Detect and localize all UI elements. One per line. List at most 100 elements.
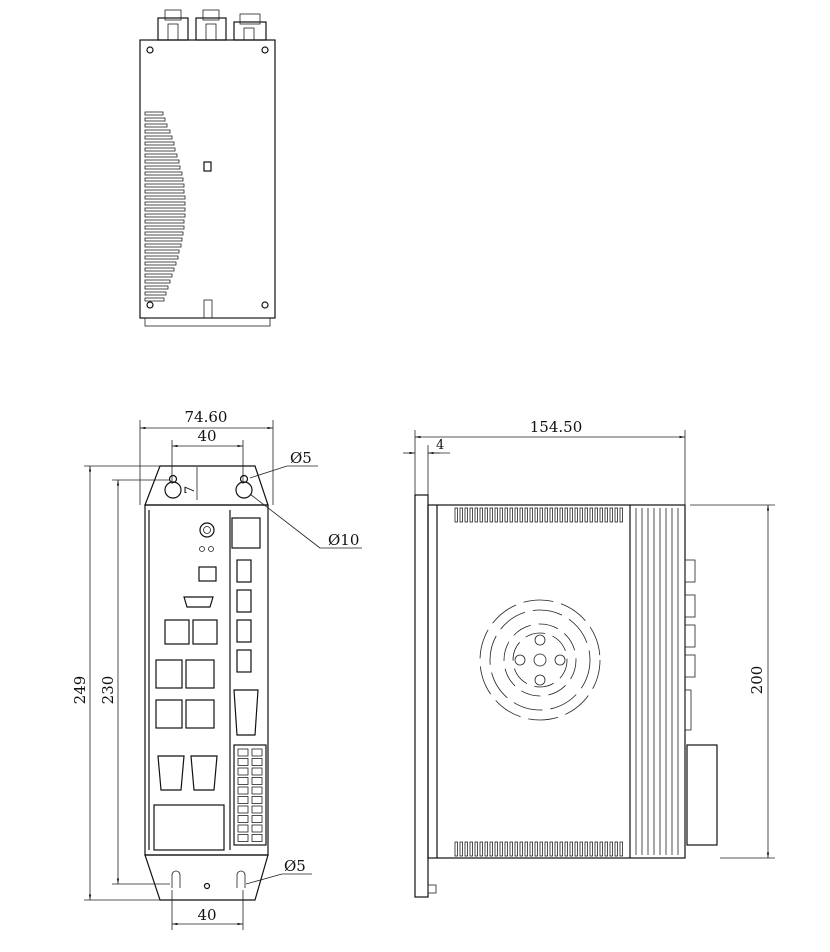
fin	[144, 231, 184, 236]
terminal-pin	[237, 786, 249, 795]
dim-hole-offset: 7	[183, 486, 198, 494]
vent-slot	[489, 507, 493, 523]
switch-icon	[203, 161, 212, 172]
vent-slot	[464, 841, 468, 857]
terminal-pin	[237, 824, 249, 833]
ethernet-port	[231, 517, 261, 549]
vent-slot	[584, 507, 588, 523]
terminal-pin	[237, 834, 249, 842]
vent-slot	[529, 507, 533, 523]
terminal-pin	[237, 748, 249, 757]
fin	[144, 291, 167, 296]
side-heatsink	[635, 508, 679, 855]
top-view	[139, 9, 276, 327]
fin	[144, 177, 184, 182]
vent-slot	[499, 841, 503, 857]
vent-slot	[599, 507, 603, 523]
vent-slot	[614, 507, 618, 523]
vent-slot	[514, 841, 518, 857]
vent-slot	[514, 507, 518, 523]
fin	[144, 201, 186, 206]
fin	[144, 195, 186, 200]
dim-overall-height: 249	[71, 676, 89, 705]
vent-slot	[564, 841, 568, 857]
keyhole-mount-icon	[164, 474, 253, 499]
vent-slot	[469, 841, 473, 857]
fin	[144, 285, 169, 290]
vent-slot	[539, 507, 543, 523]
vent-slot	[534, 507, 538, 523]
vent-slot	[519, 841, 523, 857]
fin	[144, 261, 177, 266]
dim-hole-spacing-bottom: 40	[197, 906, 216, 924]
fin	[144, 123, 168, 128]
dim-plate-thickness: 4	[436, 438, 444, 453]
vent-slot	[559, 507, 563, 523]
vent-slot	[454, 841, 458, 857]
vent-slot	[614, 841, 618, 857]
fin	[144, 237, 183, 242]
vent-slot	[579, 841, 583, 857]
vent-slot	[594, 507, 598, 523]
heatsink-fins	[144, 111, 186, 302]
top-connectors	[157, 9, 267, 41]
terminal-pin	[237, 758, 249, 766]
vent-slot	[609, 507, 613, 523]
terminal-pin	[251, 796, 263, 804]
terminal-pin	[237, 815, 249, 823]
vent-slot	[554, 841, 558, 857]
terminal-pin	[251, 777, 263, 785]
fin	[144, 135, 173, 140]
vent-slot	[454, 507, 458, 523]
vent-slot	[549, 507, 553, 523]
vent-slot	[504, 841, 508, 857]
vent-slot	[509, 507, 513, 523]
vent-slot	[529, 841, 533, 857]
dim-hole-height: 230	[99, 676, 117, 705]
vent-slot	[499, 507, 503, 523]
fin	[144, 159, 180, 164]
terminal-pin	[237, 796, 249, 804]
side-enclosure	[427, 504, 686, 859]
dim-large-hole: Ø10	[328, 531, 359, 549]
front-panel	[144, 504, 269, 856]
vent-slot	[489, 841, 493, 857]
dim-hole-spacing-top: 40	[197, 427, 216, 445]
vent-slot	[464, 507, 468, 523]
vent-slot	[459, 507, 463, 523]
dim-height: 200	[748, 666, 766, 695]
fin	[144, 189, 185, 194]
vent-slot	[474, 841, 478, 857]
fin	[144, 243, 182, 248]
vent-slot	[564, 507, 568, 523]
terminal-pins	[237, 748, 263, 842]
dim-depth: 154.50	[530, 418, 583, 436]
front-view: 74.60 40 7 Ø5 Ø10 249 230 Ø5 40	[71, 408, 362, 930]
vent-slot	[534, 841, 538, 857]
terminal-pin	[251, 824, 263, 833]
fin	[144, 213, 186, 218]
vent-slot	[539, 841, 543, 857]
side-view: 154.50 4 200	[403, 418, 775, 898]
vent-slot	[494, 841, 498, 857]
vent-slot	[604, 507, 608, 523]
vent-slot	[609, 841, 613, 857]
mounting-plate	[414, 494, 429, 898]
vent-slot	[584, 841, 588, 857]
top-enclosure	[139, 39, 276, 319]
vent-slot	[599, 841, 603, 857]
vent-slot	[494, 507, 498, 523]
io-ports	[153, 517, 267, 851]
vent-slot	[479, 841, 483, 857]
terminal-pin	[251, 834, 263, 842]
vent-slot	[509, 841, 513, 857]
vent-slot	[459, 841, 463, 857]
terminal-pin	[251, 805, 263, 814]
vent-slots	[454, 507, 623, 857]
side-connectors	[684, 559, 718, 846]
fin	[144, 117, 166, 122]
vent-slot	[524, 841, 528, 857]
fan-grille-icon	[479, 599, 601, 721]
vent-slot	[594, 841, 598, 857]
